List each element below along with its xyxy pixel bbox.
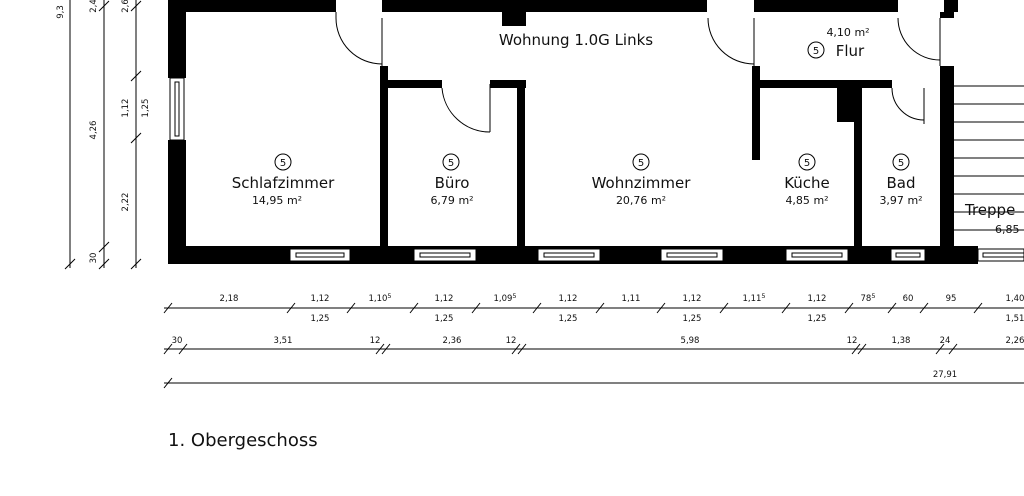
dim-label: 30: [172, 336, 183, 346]
room-area: 4,85 m²: [785, 194, 828, 207]
room-area: 6,79 m²: [430, 194, 473, 207]
dim-label: 24: [940, 336, 951, 346]
dim-label: 2,18: [220, 294, 239, 304]
room-tag: 5: [898, 158, 904, 169]
room-tag: 5: [448, 158, 454, 169]
apartment-title: Wohnung 1.0G Links: [499, 31, 653, 49]
room-name: Treppe: [964, 201, 1015, 219]
floor-title: 1. Obergeschoss: [168, 430, 318, 451]
dim-label: 1,51: [1006, 314, 1024, 324]
room-area: 20,76 m²: [616, 194, 666, 207]
dimension-row-3: [163, 377, 1024, 389]
dim-label: 1,12: [311, 294, 330, 304]
room-area: 14,95 m²: [252, 194, 302, 207]
dim-label: 1,12: [121, 99, 131, 118]
dim-label: 2,4: [89, 0, 99, 13]
dim-label: 2,22: [121, 193, 131, 212]
dim-label: 9,3: [56, 5, 66, 19]
dim-label: 60: [903, 294, 914, 304]
dim-label: 12: [847, 336, 858, 346]
room-name: Schlafzimmer: [232, 174, 335, 192]
room-tag: 5: [280, 158, 286, 169]
stairs: [954, 85, 1024, 231]
room-area: 6,85: [995, 223, 1020, 236]
dimension-row-2: [163, 343, 1024, 355]
dim-label: 5,98: [681, 336, 700, 346]
dim-label: 2,36: [443, 336, 462, 346]
dim-label: 1,12: [559, 294, 578, 304]
room-name: Küche: [784, 174, 830, 192]
dim-label: 1,25: [141, 99, 151, 118]
windows-bottom: [289, 248, 1024, 262]
dim-label: 12: [370, 336, 381, 346]
dim-label: 1,11: [622, 294, 641, 304]
window-left: [169, 77, 185, 141]
dim-label: 1,095: [493, 292, 516, 304]
room-name: Flur: [836, 42, 865, 60]
vertical-dimensions: [64, 0, 142, 270]
room-tag: 5: [804, 158, 810, 169]
dim-label: 1,25: [435, 314, 454, 324]
dim-label: 12: [506, 336, 517, 346]
dim-label: 27,91: [933, 370, 957, 380]
room-name: Bad: [886, 174, 915, 192]
room-area: 4,10 m²: [826, 26, 869, 39]
dim-label: 2,26: [1006, 336, 1024, 346]
room-tags: [274, 41, 910, 171]
dim-label: 1,25: [559, 314, 578, 324]
dim-label: 30: [89, 253, 99, 264]
dim-label: 1,40: [1006, 294, 1024, 304]
dim-label: 1,25: [683, 314, 702, 324]
dim-label: 4,26: [89, 121, 99, 140]
dim-label: 1,25: [808, 314, 827, 324]
dimension-row-1: [163, 302, 1024, 314]
dim-label: 1,115: [742, 292, 765, 304]
dim-label: 3,51: [274, 336, 293, 346]
dim-label: 1,25: [311, 314, 330, 324]
doors: [335, 12, 941, 133]
dim-label: 1,12: [808, 294, 827, 304]
room-name: Wohnzimmer: [592, 174, 692, 192]
room-labels: Schlafzimmer 14,95 m² Büro 6,79 m² Wohnz…: [232, 26, 1020, 236]
room-tag: 5: [638, 158, 644, 169]
dim-label: 95: [946, 294, 957, 304]
room-tag: 5: [813, 46, 819, 57]
dim-label: 785: [861, 292, 876, 304]
room-name: Büro: [435, 174, 470, 192]
dim-label: 1,38: [892, 336, 911, 346]
dim-label: 1,105: [368, 292, 391, 304]
room-area: 3,97 m²: [879, 194, 922, 207]
dim-label: 1,12: [683, 294, 702, 304]
dim-label: 2,6: [121, 0, 131, 13]
dim-label: 1,12: [435, 294, 454, 304]
